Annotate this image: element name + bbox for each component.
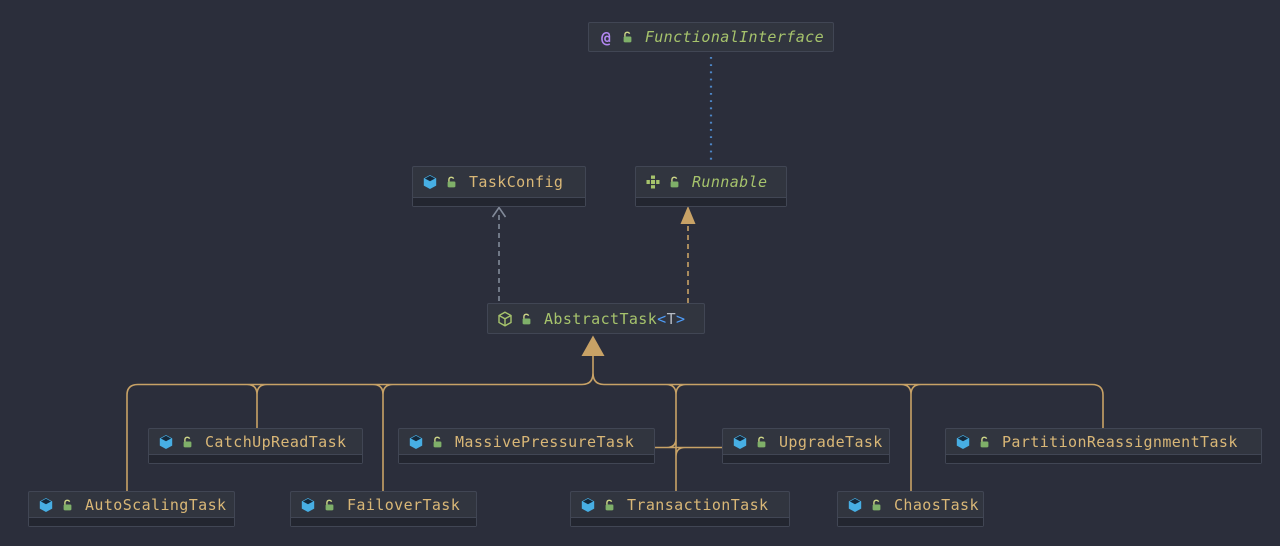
node-members-strip (636, 197, 786, 206)
node-label: ChaosTask (894, 495, 979, 514)
generic-close: > (676, 309, 686, 328)
node-members-strip (723, 454, 889, 463)
node-massivepressuretask[interactable]: MassivePressureTask (398, 428, 655, 464)
node-members-strip (29, 517, 234, 526)
unlocked-icon (603, 498, 616, 512)
node-label: FunctionalInterface (644, 28, 824, 46)
node-label: AutoScalingTask (85, 495, 227, 514)
edge-realization (680, 206, 696, 303)
node-abstracttask[interactable]: AbstractTask<T> (487, 303, 705, 334)
class-icon (38, 497, 54, 513)
node-label: TransactionTask (627, 495, 769, 514)
node-chaostask[interactable]: ChaosTask (837, 491, 984, 527)
unlocked-icon (870, 498, 883, 512)
generic-open: < (657, 309, 667, 328)
node-upgradetask[interactable]: UpgradeTask (722, 428, 890, 464)
node-autoscalingtask[interactable]: AutoScalingTask (28, 491, 235, 527)
node-label: TaskConfig (469, 173, 564, 191)
class-icon (408, 434, 424, 450)
interface-icon (645, 174, 661, 190)
node-runnable[interactable]: Runnable (635, 166, 787, 207)
node-label: MassivePressureTask (455, 432, 635, 451)
class-icon (300, 497, 316, 513)
class-icon (955, 434, 971, 450)
node-members-strip (838, 517, 983, 526)
class-icon (732, 434, 748, 450)
node-taskconfig[interactable]: TaskConfig (412, 166, 586, 207)
node-label: Runnable (692, 173, 768, 191)
node-label: PartitionReassignmentTask (1002, 432, 1238, 451)
node-members-strip (571, 517, 789, 526)
node-label: FailoverTask (347, 495, 461, 514)
node-catchupreadtask[interactable]: CatchUpReadTask (148, 428, 363, 464)
annotation-icon: @ (601, 27, 611, 47)
unlocked-icon (520, 312, 533, 326)
edge-dependency (491, 206, 507, 303)
node-transactiontask[interactable]: TransactionTask (570, 491, 790, 527)
class-icon (422, 174, 438, 190)
unlocked-icon (61, 498, 74, 512)
node-members-strip (946, 454, 1261, 463)
node-members-strip (149, 454, 362, 463)
node-members-strip (399, 454, 654, 463)
class-icon (847, 497, 863, 513)
abstract-class-icon (497, 311, 513, 327)
class-icon (158, 434, 174, 450)
node-label: AbstractTask<T> (544, 309, 686, 328)
node-label: CatchUpReadTask (205, 432, 347, 451)
unlocked-icon (621, 30, 634, 44)
node-members-strip (291, 517, 476, 526)
unlocked-icon (445, 175, 458, 189)
unlocked-icon (431, 435, 444, 449)
node-members-strip (413, 197, 585, 206)
node-label: UpgradeTask (779, 432, 883, 451)
unlocked-icon (755, 435, 768, 449)
node-partitionreassignmenttask[interactable]: PartitionReassignmentTask (945, 428, 1262, 464)
unlocked-icon (181, 435, 194, 449)
unlocked-icon (323, 498, 336, 512)
node-failovertask[interactable]: FailoverTask (290, 491, 477, 527)
unlocked-icon (978, 435, 991, 449)
generic-param: T (666, 309, 677, 328)
unlocked-icon (668, 175, 681, 189)
edge-inheritance-tree (126, 335, 1104, 492)
class-icon (580, 497, 596, 513)
node-functionalinterface[interactable]: @ FunctionalInterface (588, 22, 834, 52)
